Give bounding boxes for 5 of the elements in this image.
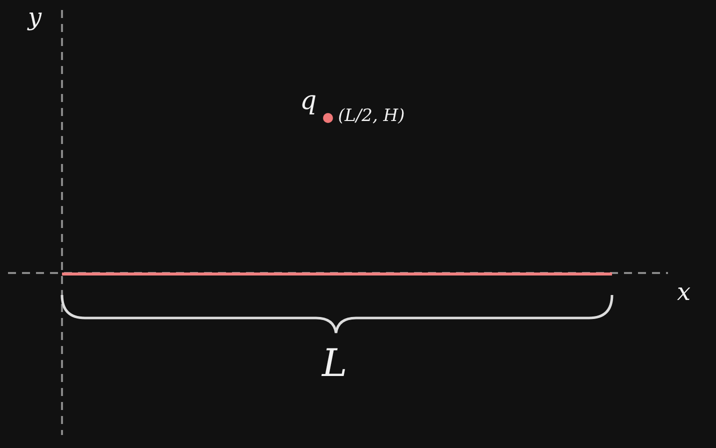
length-label: L (322, 344, 348, 382)
axis-label: x (677, 280, 691, 304)
axis-label: y (28, 5, 42, 29)
charge-label: q (300, 88, 317, 114)
coordinate-label: (L/2, H) (338, 108, 405, 125)
